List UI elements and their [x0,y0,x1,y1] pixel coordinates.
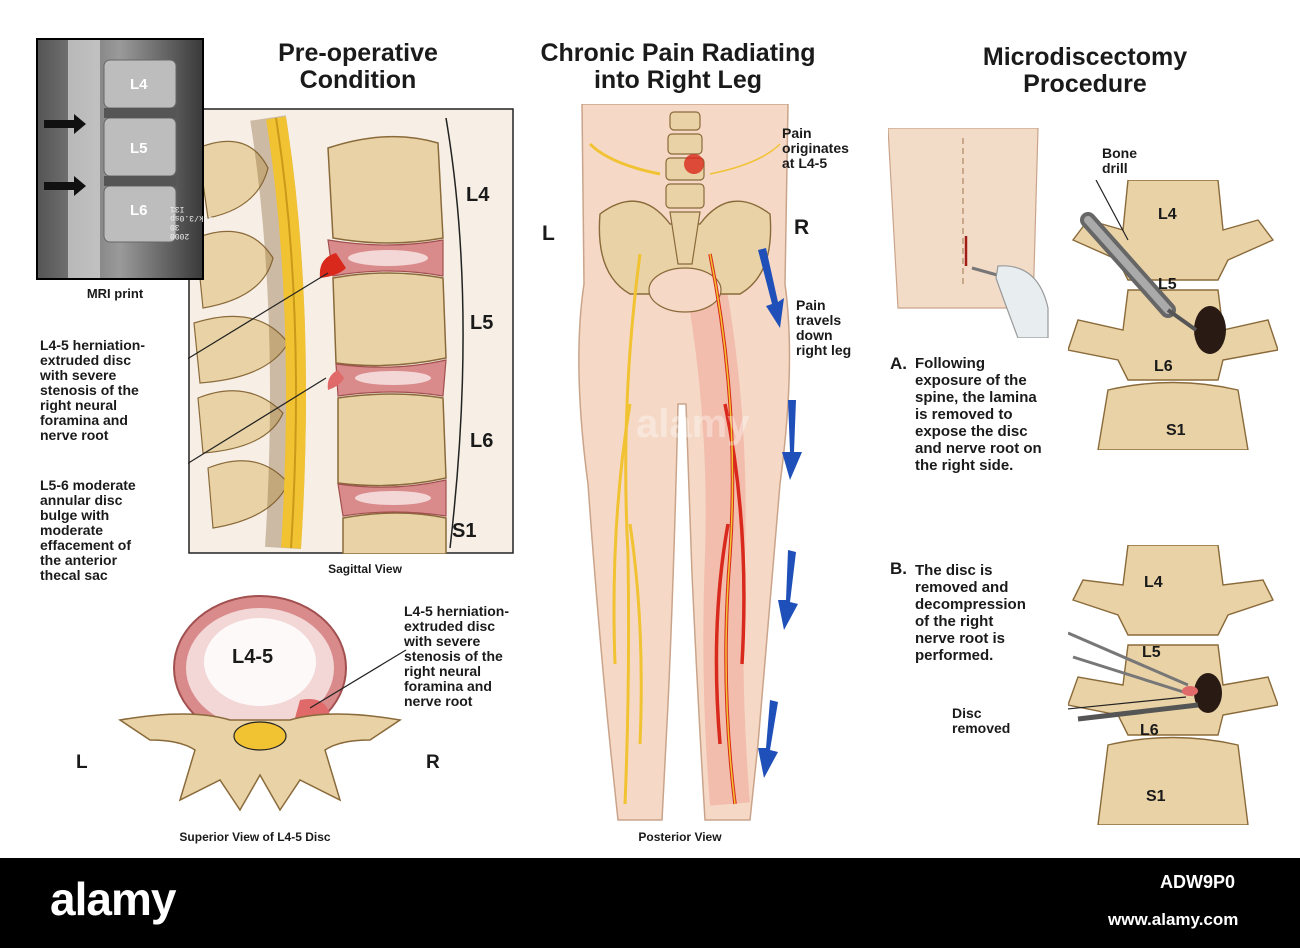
mri-caption: MRI print [86,286,144,301]
sagittal-label-l4: L4 [466,184,490,206]
alamy-url: www.alamy.com [1108,910,1239,929]
superior-left-label: L [76,752,88,773]
proc-b-label-s1: S1 [1146,788,1166,805]
posterior-body-figure [570,103,800,826]
proc-b-label-l5: L5 [1142,644,1161,661]
proc-a-label-s1: S1 [1166,422,1186,439]
watermark-footer: alamy ADW9P0 www.alamy.com [0,858,1300,948]
pain-travel-arrows [758,248,802,778]
sagittal-caption: Sagittal View [328,562,402,576]
mri-label-l6: L6 [130,202,148,219]
sagittal-label-l6: L6 [470,430,494,452]
incision-figure [887,127,1058,339]
superior-caption: Superior View of L4-5 Disc [179,830,331,844]
image-id: ADW9P0 [1160,872,1236,892]
posterior-caption: Posterior View [638,830,722,844]
step-b-letter: B. [890,559,907,578]
superior-disc-label: L4-5 [232,646,274,668]
posterior-left-label: L [542,222,555,245]
proc-a-label-l6: L6 [1154,358,1173,375]
posterior-right-label: R [794,216,810,239]
proc-a-label-l5: L5 [1158,276,1177,293]
sagittal-label-s1: S1 [452,520,477,542]
procedure-b-spine-figure [1007,544,1279,826]
step-a-letter: A. [890,354,907,373]
sagittal-view-figure [147,108,514,555]
alamy-logo: alamy [50,873,176,925]
proc-a-label-l4: L4 [1158,206,1177,223]
center-watermark: alamy [636,402,750,446]
proc-b-label-l6: L6 [1140,722,1159,739]
superior-view-figure [110,590,410,820]
procedure-a-spine-figure [1067,179,1279,451]
mri-label-l4: L4 [130,76,148,93]
sagittal-label-l5: L5 [470,312,494,334]
proc-b-label-l4: L4 [1144,574,1163,591]
mri-label-l5: L5 [130,140,148,157]
superior-right-label: R [426,752,440,773]
